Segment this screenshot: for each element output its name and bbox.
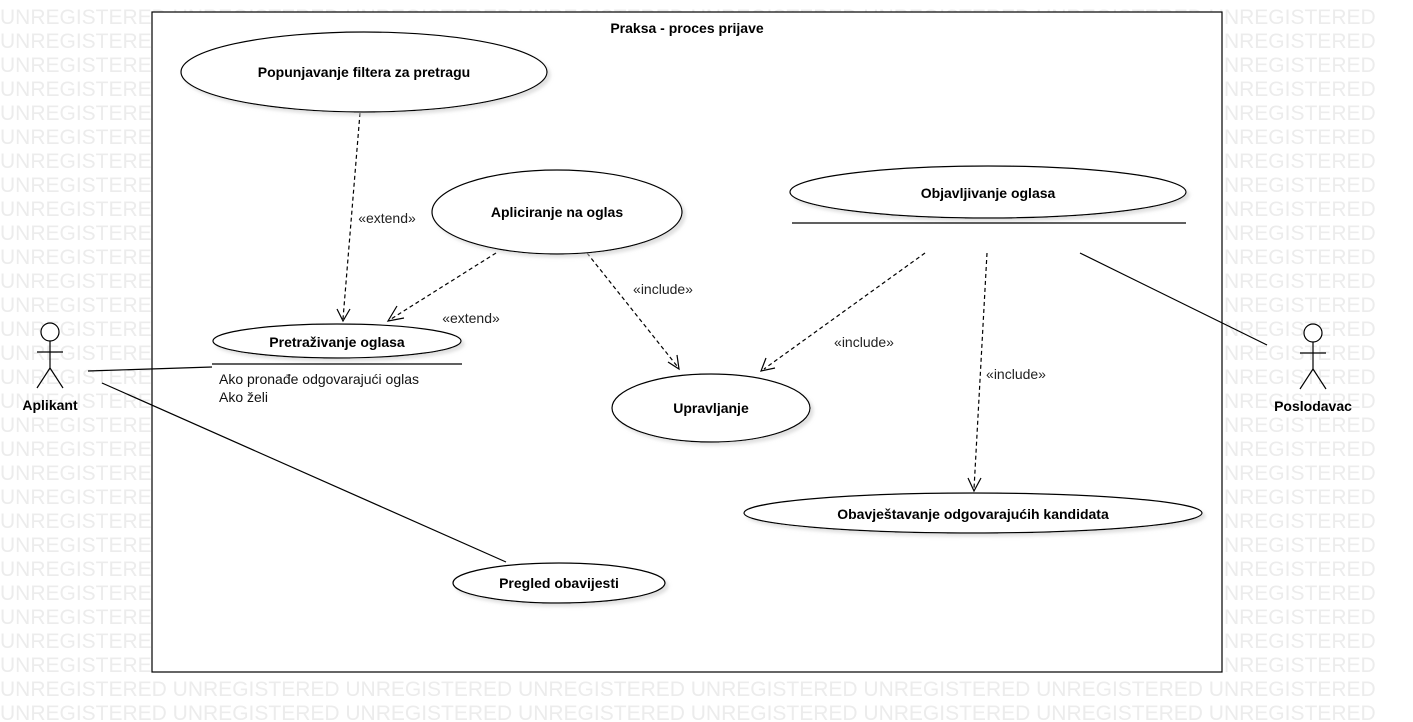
extension-point: Ako pronađe odgovarajući oglas [219,371,419,387]
use-case-label: Obavještavanje odgovarajućih kandidata [837,506,1109,522]
association-poslodavac-objavljivanje[interactable] [1079,252,1268,346]
include-arrow-objavljivanje-upravljanje[interactable] [763,252,926,370]
use-case-label: Pregled obavijesti [499,575,619,591]
include-arrow-objavljivanje-obavjestavanje[interactable] [973,252,988,490]
association-aplikant-pretrazivanje[interactable] [87,366,213,372]
arrowhead [760,357,776,372]
use-case-upravljanje[interactable]: Upravljanje [611,373,811,443]
use-case-label: Upravljanje [673,400,749,416]
use-case-shape [611,373,811,443]
actor-poslodavac[interactable]: Poslodavac [1274,323,1352,414]
use-case-shape [431,169,683,255]
dependencies [342,112,988,490]
extend-label: «extend» [442,310,500,326]
extend-label: «extend» [358,210,416,226]
use-case-shape [743,492,1203,534]
associations [87,252,1268,563]
stick-figure-icon [36,322,64,389]
use-case-objavljivanje[interactable]: Objavljivanje oglasa [789,165,1187,224]
arrowhead [386,305,405,322]
watermark-text: UNREGISTERED UNREGISTERED UNREGISTERED U… [0,678,1376,701]
use-case-label: Pretraživanje oglasa [269,334,405,350]
use-case-label: Apliciranje na oglas [491,204,623,220]
use-case-obavjestavanje[interactable]: Obavještavanje odgovarajućih kandidata [743,492,1203,534]
use-case-pretrazivanje[interactable]: Pretraživanje oglasa Ako pronađe odgovar… [212,323,462,405]
use-case-shape [212,323,462,359]
stick-figure-icon [1299,323,1327,390]
include-arrow-apliciranje-upravljanje[interactable] [586,252,678,367]
watermark-text: UNREGISTERED UNREGISTERED UNREGISTERED U… [0,702,1376,722]
include-label: «include» [834,334,894,350]
use-case-label: Objavljivanje oglasa [921,185,1056,201]
system-boundary-title: Praksa - proces prijave [610,20,764,36]
actor-label: Poslodavac [1274,398,1352,414]
use-case-label: Popunjavanje filtera za pretragu [258,64,470,80]
arrowhead [667,354,680,371]
arrowhead [967,477,982,493]
include-label: «include» [633,281,693,297]
use-case-popunjavanje[interactable]: Popunjavanje filtera za pretragu [180,31,548,113]
arrowheads [336,305,982,493]
use-case-shape [452,562,666,604]
use-case-apliciranje[interactable]: Apliciranje na oglas [431,169,683,255]
extension-point: Ako želi [219,389,268,405]
association-aplikant-pregled[interactable] [101,382,507,563]
actor-label: Aplikant [22,397,78,413]
use-case-shape [180,31,548,113]
use-case-pregled[interactable]: Pregled obavijesti [452,562,666,604]
include-label: «include» [986,366,1046,382]
use-case-shape [789,165,1187,219]
actor-aplikant[interactable]: Aplikant [22,322,78,413]
arrowhead [336,308,351,323]
